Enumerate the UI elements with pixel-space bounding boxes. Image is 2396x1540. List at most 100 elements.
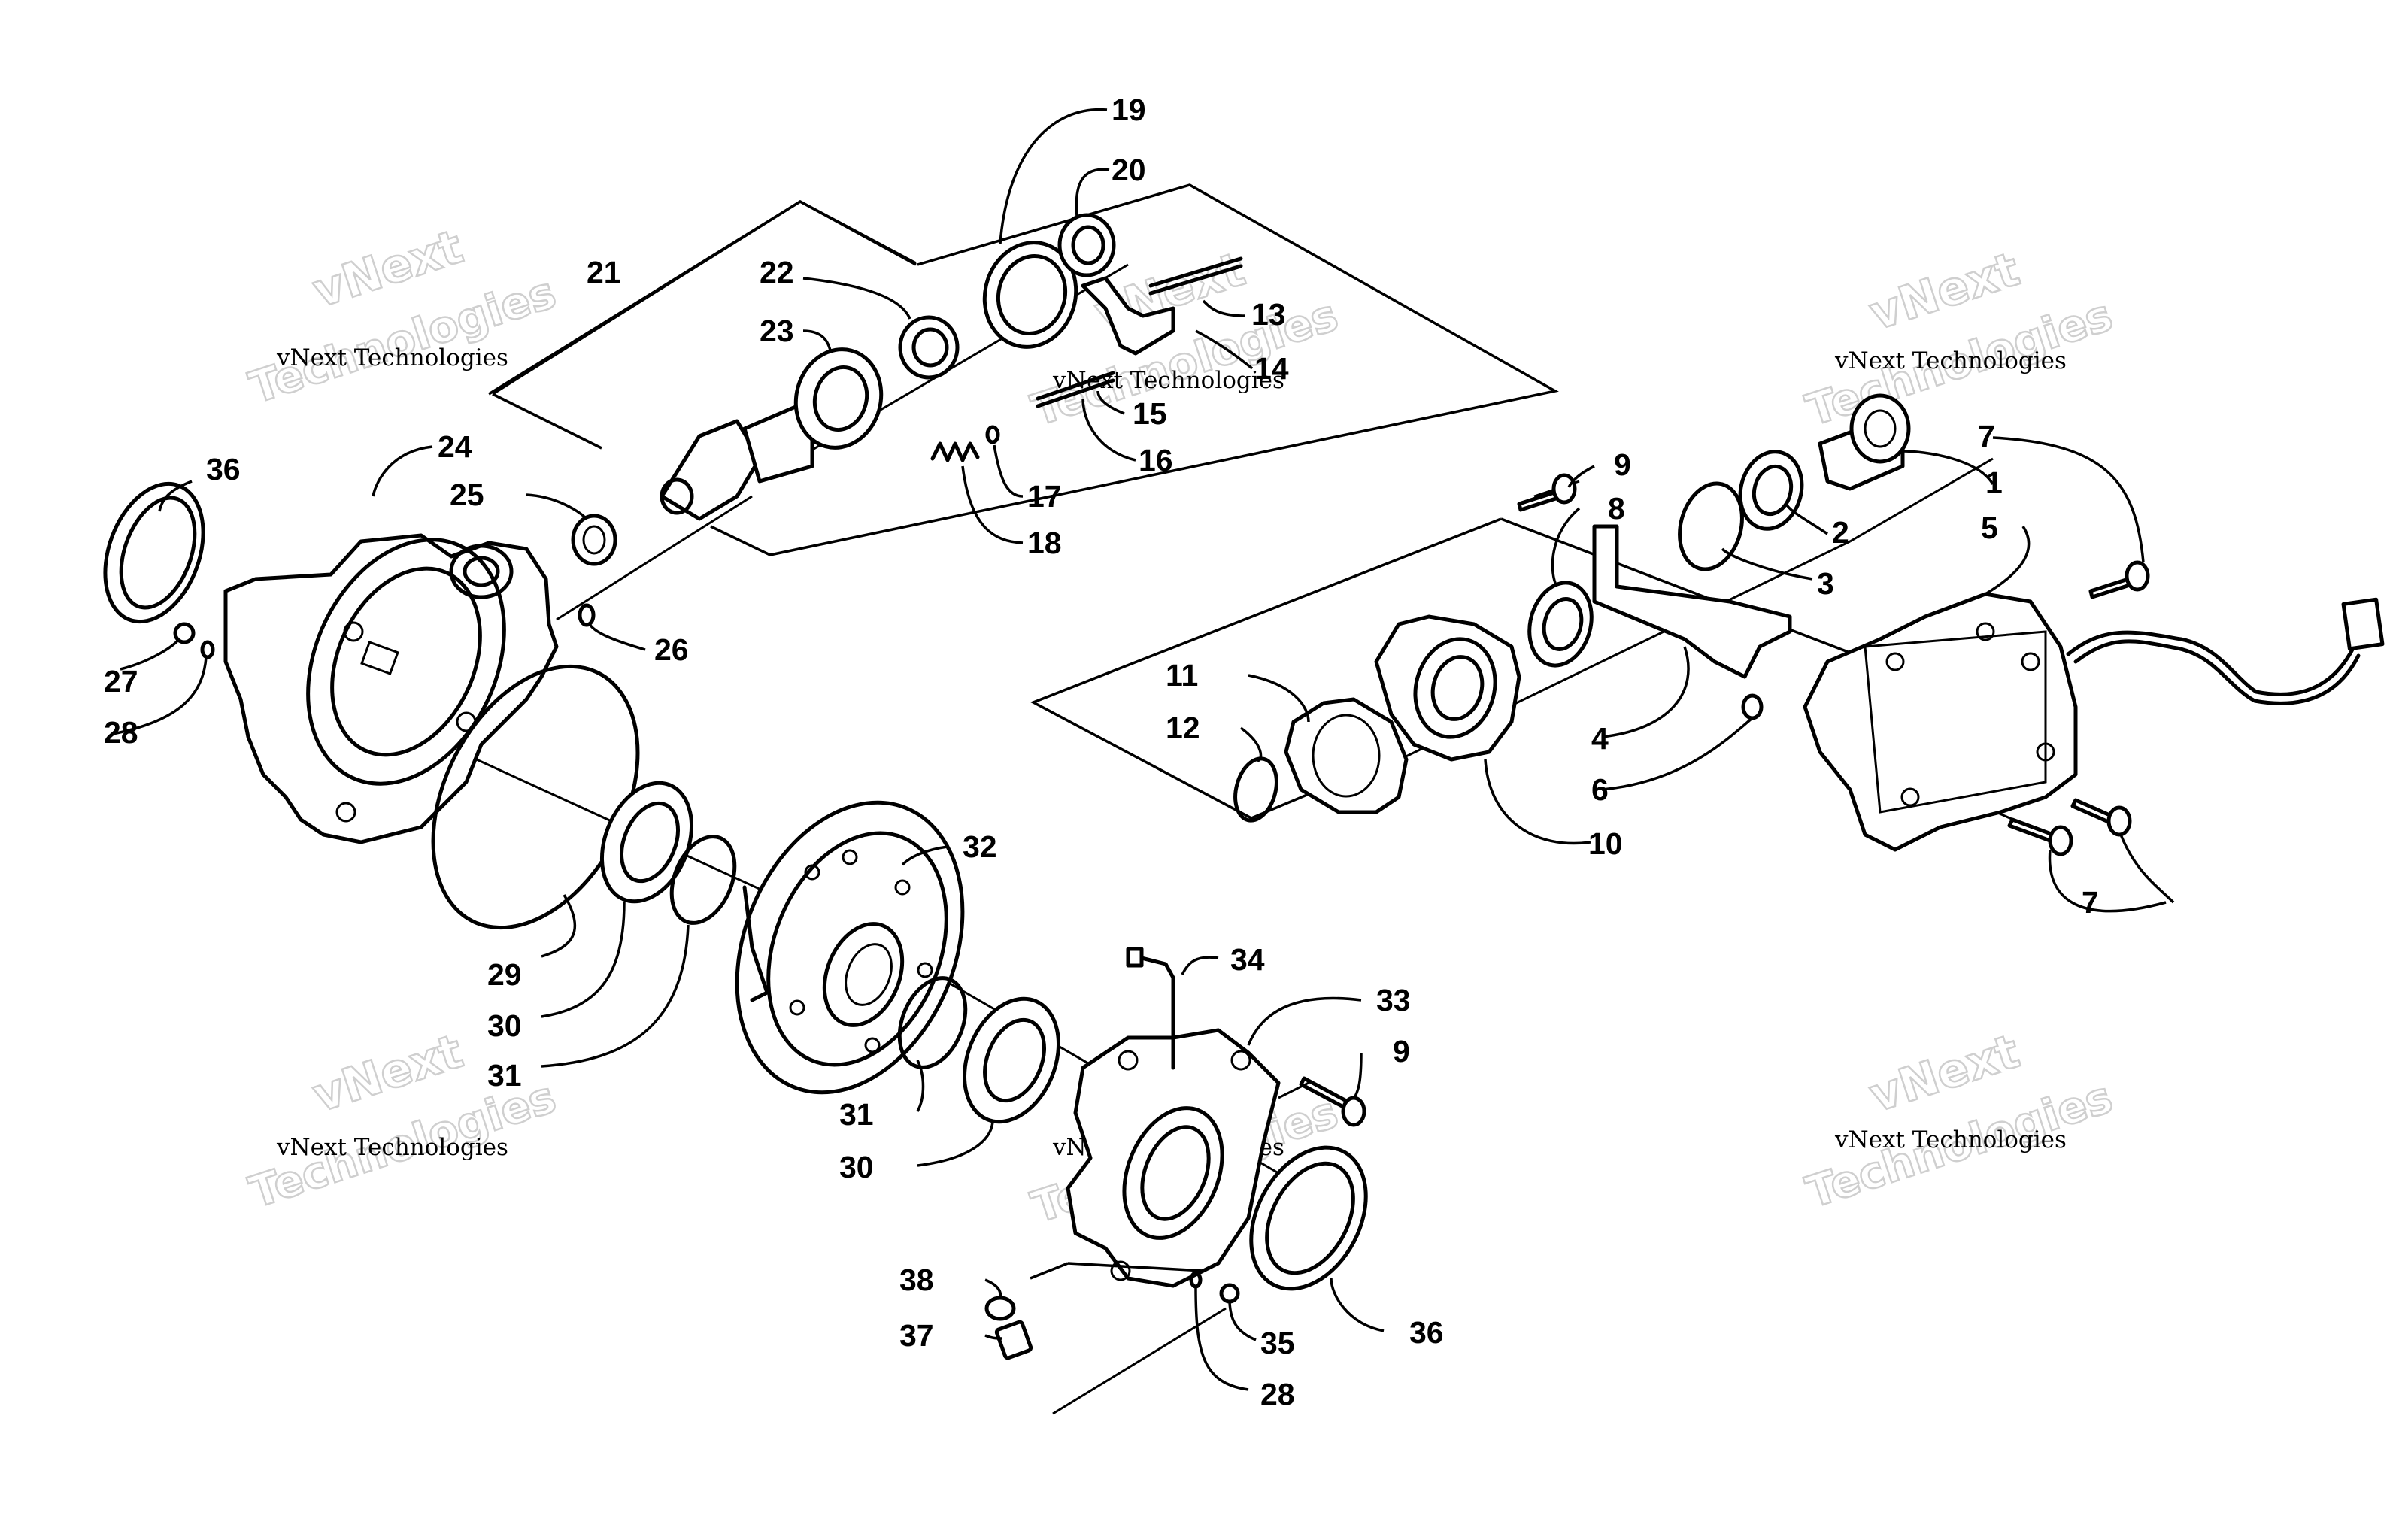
leader-30-right — [917, 1120, 994, 1167]
callout-7-bottom: 7 — [2082, 885, 2099, 920]
watermark-top-right: vNext Technologies — [1799, 241, 2119, 437]
bracket-tick — [492, 393, 602, 450]
race-22 — [898, 315, 960, 380]
screw-7-right — [2070, 798, 2132, 837]
ring-19 — [982, 241, 1078, 349]
axis-line — [1849, 457, 1994, 543]
leader-7-bottom-a — [2048, 849, 2167, 913]
watermark-line: vNext Technologies — [1834, 1126, 2067, 1153]
callout-15: 15 — [1133, 396, 1167, 431]
callout-36-right: 36 — [1409, 1315, 1444, 1350]
leader-18 — [961, 465, 1024, 544]
callout-31-left: 31 — [487, 1058, 522, 1093]
snap-ring-3 — [1678, 481, 1744, 571]
leader-15 — [1096, 390, 1125, 415]
callout-11: 11 — [1166, 658, 1198, 693]
shaft-15 — [1036, 371, 1115, 408]
leader-23 — [802, 329, 832, 351]
watermark-line: vNext Technologies — [1834, 347, 2067, 374]
leader-7-bottom-b — [2119, 834, 2175, 904]
oring-28-left — [200, 640, 215, 659]
snap-ring-12 — [1233, 756, 1278, 823]
leader-9-top — [1567, 465, 1595, 488]
leader-17 — [993, 444, 1024, 498]
leader-28-left — [112, 656, 208, 735]
leader-22 — [802, 277, 911, 320]
callout-16: 16 — [1139, 443, 1173, 477]
callout-25: 25 — [450, 477, 484, 512]
leader-35 — [1228, 1302, 1257, 1341]
sleeve-20 — [1057, 213, 1116, 277]
screw-7-middle — [2007, 817, 2073, 856]
callout-12: 12 — [1166, 711, 1200, 745]
bolt-9-bottom — [1299, 1076, 1366, 1127]
callout-labels: 1 2 3 4 5 6 7 7 9 8 10 11 12 13 14 15 16… — [104, 92, 2099, 1411]
leader-7-top — [1992, 436, 2145, 563]
leader-14 — [1195, 329, 1254, 370]
callout-23: 23 — [760, 314, 794, 348]
leader-10 — [1484, 759, 1591, 845]
bearing-30-left — [599, 781, 694, 904]
callout-32: 32 — [963, 829, 997, 864]
shim-31-left — [669, 835, 737, 925]
callout-36-left: 36 — [206, 452, 241, 487]
washer-17 — [985, 425, 1000, 444]
leader-29 — [541, 894, 577, 958]
spring-18 — [930, 441, 980, 462]
shift-fork-14 — [1081, 276, 1175, 356]
callout-28-left: 28 — [104, 715, 138, 750]
callout-1: 1 — [1985, 465, 2003, 500]
bolt-27 — [173, 622, 196, 644]
leader-31-left — [541, 924, 690, 1068]
housing-24 — [223, 533, 559, 844]
callout-9-bottom: 9 — [1393, 1034, 1410, 1069]
group-bracket-21-path — [492, 183, 1559, 556]
leader-37 — [984, 1334, 1002, 1340]
washer-38 — [984, 1296, 1016, 1321]
breather-34 — [1126, 947, 1175, 1070]
callout-21: 21 — [587, 255, 621, 290]
leader-4 — [1601, 646, 1690, 738]
callout-8: 8 — [1608, 491, 1625, 526]
callout-33: 33 — [1376, 983, 1411, 1017]
seal-36-right — [1249, 1145, 1368, 1291]
leader-8 — [1551, 507, 1581, 587]
callout-38: 38 — [899, 1263, 934, 1297]
bearing-30-right — [963, 996, 1060, 1124]
oring-28-bottom — [1189, 1271, 1203, 1289]
callout-4: 4 — [1591, 721, 1609, 756]
actuator-5 — [1803, 592, 2385, 852]
gasket-11 — [1284, 697, 1409, 814]
callout-6: 6 — [1591, 772, 1609, 807]
axis-line — [1052, 1307, 1227, 1415]
watermark-line: vNext Technologies — [276, 1134, 508, 1161]
callout-20: 20 — [1112, 153, 1146, 187]
callout-5: 5 — [1981, 511, 1998, 545]
leader-32 — [901, 845, 948, 866]
callout-30-right: 30 — [839, 1150, 874, 1184]
callout-22: 22 — [760, 255, 794, 290]
leader-1 — [1902, 450, 1994, 485]
ring-26 — [578, 603, 596, 627]
leader-12 — [1239, 726, 1263, 762]
leader-19 — [999, 108, 1108, 244]
callout-3: 3 — [1817, 566, 1834, 601]
leader-36-right — [1330, 1278, 1385, 1332]
callout-2: 2 — [1832, 515, 1849, 550]
bearing-23 — [793, 347, 884, 450]
ring-gear-32 — [735, 800, 965, 1095]
callout-9-top: 9 — [1614, 447, 1631, 482]
callout-19: 19 — [1112, 92, 1146, 127]
callout-7-top: 7 — [1978, 419, 1995, 453]
leader-3 — [1721, 547, 1813, 581]
callout-13: 13 — [1251, 297, 1286, 332]
bolt-9-top — [1517, 473, 1577, 512]
leader-26 — [588, 623, 646, 651]
leader-36-left — [158, 480, 193, 512]
leader-20 — [1075, 168, 1110, 217]
callout-31-right: 31 — [839, 1097, 874, 1132]
watermark-line: vNext Technologies — [276, 344, 508, 371]
leader-31-right — [916, 1060, 925, 1112]
leader-34 — [1181, 956, 1219, 975]
